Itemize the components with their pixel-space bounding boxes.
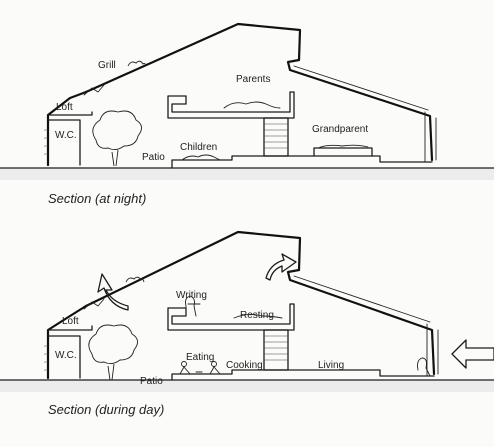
- floor-night: [171, 155, 433, 169]
- loft-floor-day: [47, 325, 93, 331]
- label-grandparent: Grandparent: [312, 124, 368, 135]
- living-figure: [413, 357, 433, 377]
- upper-platform-day: [167, 303, 295, 331]
- stair-night: [263, 117, 289, 157]
- wc-walls-day: [47, 335, 81, 379]
- roof-right-night: [286, 58, 434, 162]
- section-day: Writing Resting Loft W.C. Eating Cooking…: [0, 230, 494, 417]
- roof-left-day: [84, 230, 302, 308]
- label-resting: Resting: [240, 310, 274, 321]
- wc-hatch-night: [44, 129, 48, 155]
- stair-treads-day: [264, 335, 288, 361]
- grill-railing-night: [83, 84, 105, 96]
- label-living: Living: [318, 360, 344, 371]
- roof-right-day: [286, 268, 436, 376]
- left-wall-night: [46, 90, 88, 167]
- label-patio-day: Patio: [140, 376, 163, 387]
- roof-inner-night: [293, 65, 429, 111]
- label-wc-day: W.C.: [55, 350, 77, 361]
- children-figures-night: [181, 154, 221, 161]
- roof-left-night: [84, 22, 302, 94]
- label-cooking: Cooking: [226, 360, 263, 371]
- label-parents: Parents: [236, 74, 270, 85]
- resting-figure: [233, 313, 283, 319]
- grandparent-figure-night: [317, 144, 369, 149]
- ground-night: [0, 168, 494, 180]
- breeze-arrow: [451, 339, 494, 369]
- roof-inner-day: [293, 275, 431, 323]
- patio-tree-night: [92, 110, 142, 167]
- hot-air-arrow-right: [265, 253, 297, 281]
- label-grill: Grill: [98, 60, 116, 71]
- floor-day: [171, 369, 435, 381]
- label-wc-night: W.C.: [55, 130, 77, 141]
- caption-night: Section (at night): [48, 191, 146, 206]
- loft-floor-night: [47, 111, 93, 116]
- writing-figure: [185, 295, 201, 317]
- label-writing: Writing: [176, 290, 207, 301]
- grill-bush-day: [125, 276, 145, 283]
- label-eating: Eating: [186, 352, 214, 363]
- wc-walls-night: [47, 119, 81, 166]
- eating-figures: [179, 361, 221, 375]
- grill-railing-day: [83, 298, 105, 310]
- caption-day: Section (during day): [48, 402, 164, 417]
- right-wall-day: [426, 323, 439, 377]
- stair-treads-night: [264, 123, 288, 149]
- label-children: Children: [180, 142, 217, 153]
- section-night: Grill Loft W.C. Patio Children Parents G…: [0, 22, 494, 206]
- label-patio-night: Patio: [142, 152, 165, 163]
- ground-day: [0, 380, 494, 392]
- label-loft-day: Loft: [62, 316, 79, 327]
- grandparent-bed-night: [313, 147, 373, 157]
- right-wall-night: [424, 111, 437, 163]
- parents-figures-night: [223, 101, 281, 109]
- label-loft-night: Loft: [56, 102, 73, 113]
- hot-air-arrow-left: [97, 273, 129, 311]
- wc-hatch-day: [44, 345, 48, 371]
- stair-day: [263, 329, 289, 371]
- parents-platform-night: [167, 91, 295, 119]
- patio-tree-day: [88, 324, 138, 381]
- grill-bush-night: [127, 60, 147, 67]
